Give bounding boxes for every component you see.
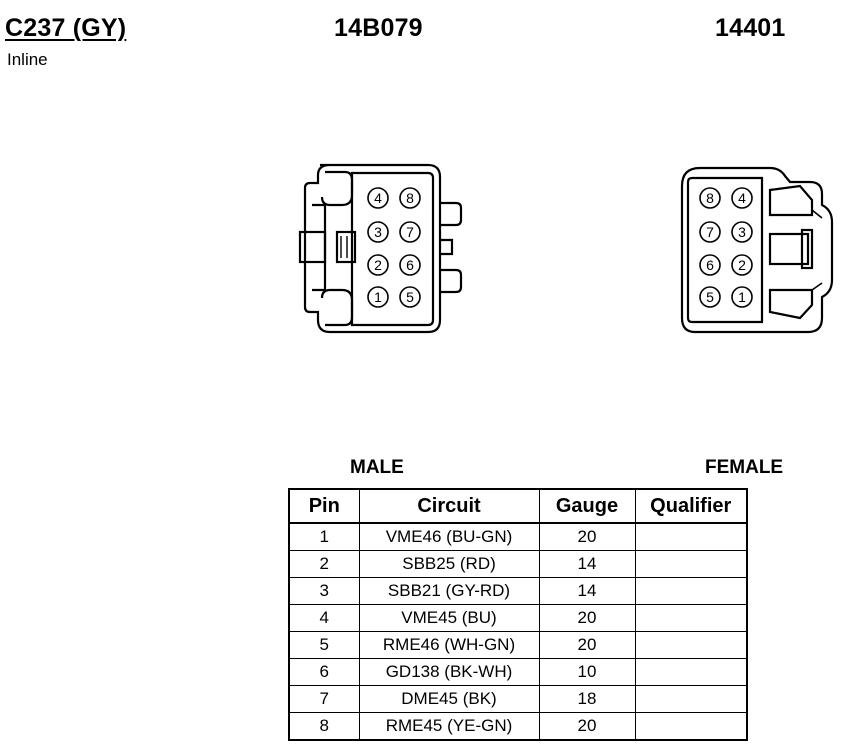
male-pin-grid: 4 8 3 7 2 6 1 5 [367, 187, 421, 308]
cell-pin: 8 [288, 712, 360, 741]
male-pin-2: 2 [367, 254, 389, 276]
table-row: 8 RME45 (YE-GN) 20 [288, 712, 748, 741]
table-row: 6 GD138 (BK-WH) 10 [288, 658, 748, 686]
cell-circuit: VME46 (BU-GN) [358, 522, 540, 551]
table-row: 4 VME45 (BU) 20 [288, 604, 748, 632]
male-label: MALE [350, 457, 404, 478]
female-pin-1: 1 [731, 286, 753, 308]
cell-pin: 6 [288, 658, 360, 686]
male-connector-shape [298, 163, 463, 334]
cell-qualifier [634, 604, 748, 632]
table-row: 7 DME45 (BK) 18 [288, 685, 748, 713]
svg-text:8: 8 [706, 190, 714, 206]
table-row: 2 SBB25 (RD) 14 [288, 550, 748, 578]
female-pin-8: 8 [699, 187, 721, 209]
cell-qualifier [634, 631, 748, 659]
cell-qualifier [634, 522, 748, 551]
table-row: 1 VME46 (BU-GN) 20 [288, 522, 748, 551]
cell-circuit: RME46 (WH-GN) [358, 631, 540, 659]
header-pin: Pin [288, 488, 360, 524]
female-connector-shape [680, 166, 834, 334]
table-header-row: Pin Circuit Gauge Qualifier [288, 488, 748, 524]
svg-text:4: 4 [374, 190, 382, 206]
cell-circuit: RME45 (YE-GN) [358, 712, 540, 741]
cell-gauge: 10 [538, 658, 636, 686]
cell-qualifier [634, 712, 748, 741]
cell-gauge: 20 [538, 522, 636, 551]
header-gauge: Gauge [538, 488, 636, 524]
cell-gauge: 18 [538, 685, 636, 713]
svg-text:1: 1 [374, 289, 382, 305]
connector-id: C237 (GY) [5, 14, 127, 42]
female-pin-7: 7 [699, 221, 721, 243]
female-pin-6: 6 [699, 254, 721, 276]
cell-gauge: 20 [538, 712, 636, 741]
svg-text:8: 8 [406, 190, 414, 206]
cell-circuit: DME45 (BK) [358, 685, 540, 713]
svg-text:3: 3 [738, 224, 746, 240]
cell-qualifier [634, 658, 748, 686]
connector-diagrams: 4 8 3 7 2 6 1 5 8 4 7 3 6 2 5 1 [298, 163, 834, 334]
cell-qualifier [634, 577, 748, 605]
cell-pin: 3 [288, 577, 360, 605]
svg-text:6: 6 [406, 257, 414, 273]
female-pin-grid: 8 4 7 3 6 2 5 1 [699, 187, 753, 308]
cell-circuit: VME45 (BU) [358, 604, 540, 632]
svg-text:2: 2 [738, 257, 746, 273]
male-pin-7: 7 [399, 221, 421, 243]
male-pin-3: 3 [367, 221, 389, 243]
female-pin-4: 4 [731, 187, 753, 209]
cell-pin: 5 [288, 631, 360, 659]
cell-pin: 2 [288, 550, 360, 578]
svg-text:6: 6 [706, 257, 714, 273]
svg-text:5: 5 [706, 289, 714, 305]
female-pin-5: 5 [699, 286, 721, 308]
male-pin-4: 4 [367, 187, 389, 209]
table-row: 3 SBB21 (GY-RD) 14 [288, 577, 748, 605]
cell-pin: 7 [288, 685, 360, 713]
cell-circuit: SBB25 (RD) [358, 550, 540, 578]
part-number-a: 14B079 [334, 14, 423, 42]
cell-gauge: 14 [538, 577, 636, 605]
male-pin-1: 1 [367, 286, 389, 308]
svg-text:7: 7 [406, 224, 414, 240]
cell-gauge: 20 [538, 631, 636, 659]
part-number-b: 14401 [715, 14, 786, 42]
svg-text:7: 7 [706, 224, 714, 240]
table-row: 5 RME46 (WH-GN) 20 [288, 631, 748, 659]
female-pin-2: 2 [731, 254, 753, 276]
svg-text:3: 3 [374, 224, 382, 240]
svg-text:1: 1 [738, 289, 746, 305]
header-qualifier: Qualifier [634, 488, 748, 524]
male-pin-8: 8 [399, 187, 421, 209]
cell-qualifier [634, 685, 748, 713]
header-circuit: Circuit [358, 488, 540, 524]
svg-text:5: 5 [406, 289, 414, 305]
female-label: FEMALE [705, 457, 784, 478]
cell-pin: 4 [288, 604, 360, 632]
svg-text:4: 4 [738, 190, 746, 206]
cell-circuit: SBB21 (GY-RD) [358, 577, 540, 605]
pin-circuit-table: Pin Circuit Gauge Qualifier 1 VME46 (BU-… [288, 488, 748, 741]
cell-circuit: GD138 (BK-WH) [358, 658, 540, 686]
cell-qualifier [634, 550, 748, 578]
svg-text:2: 2 [374, 257, 382, 273]
cell-gauge: 20 [538, 604, 636, 632]
male-pin-5: 5 [399, 286, 421, 308]
male-pin-6: 6 [399, 254, 421, 276]
cell-gauge: 14 [538, 550, 636, 578]
connector-location: Inline [7, 50, 48, 69]
cell-pin: 1 [288, 522, 360, 551]
female-pin-3: 3 [731, 221, 753, 243]
